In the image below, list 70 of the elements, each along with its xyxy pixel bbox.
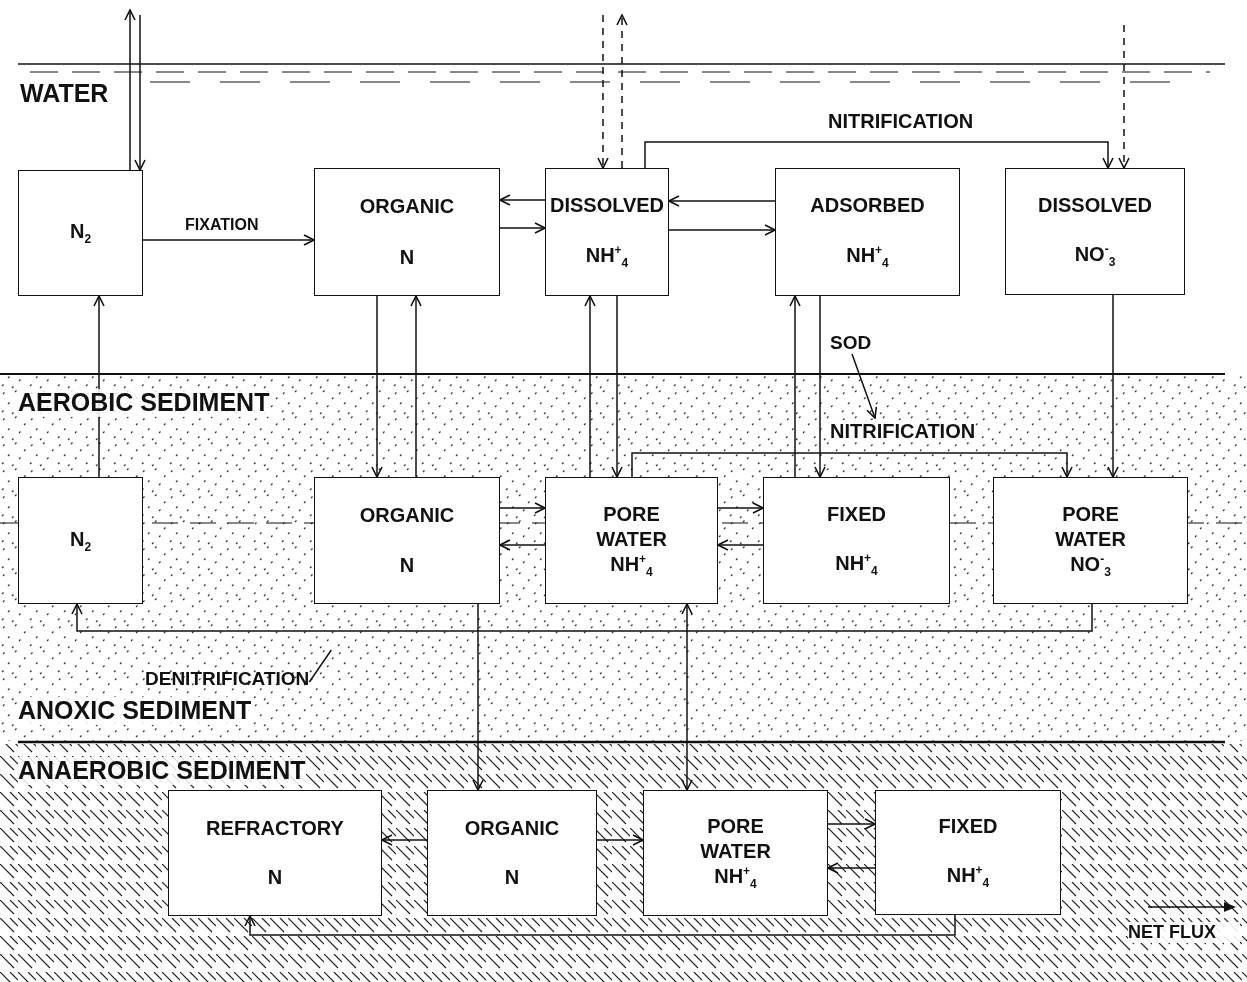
flux-arrow <box>499 539 546 551</box>
compartment-label: FIXED <box>827 502 886 527</box>
flux-arrow <box>631 452 1073 478</box>
compartment-box <box>427 790 597 916</box>
flux-arrow <box>134 14 146 171</box>
compartment-box <box>993 477 1188 604</box>
flux-arrow <box>668 224 776 236</box>
compartment-label: FIXED <box>938 814 998 840</box>
flux-arrow <box>616 14 628 169</box>
flux-arrow <box>371 295 383 478</box>
leader-line <box>851 353 878 419</box>
compartment-label: N$_{2}$ <box>69 219 92 247</box>
edge-label: NITRIFICATION <box>828 110 974 132</box>
layer-label: ANOXIC SEDIMENT <box>18 697 252 725</box>
legend-label: NET FLUX <box>1128 922 1240 943</box>
flux-arrow <box>597 14 609 169</box>
compartment-label: DISSOLVED <box>549 193 665 219</box>
compartment-box <box>168 790 382 916</box>
compartment-box <box>763 477 950 604</box>
flux-arrow <box>1107 294 1119 478</box>
compartment-box <box>643 790 828 916</box>
annotation-text: DENITRIFICATION <box>145 669 310 690</box>
compartment-label: N <box>399 553 415 578</box>
compartment-box <box>18 170 143 296</box>
compartment-box <box>545 477 718 604</box>
compartment-box <box>1005 168 1185 295</box>
leader-line <box>308 649 333 683</box>
flux-arrow <box>71 603 1093 632</box>
compartment-box <box>18 477 143 604</box>
flux-arrow <box>1118 24 1130 169</box>
flux-arrow <box>717 502 764 514</box>
flux-arrow <box>499 222 546 234</box>
flux-arrow <box>668 195 776 207</box>
flux-arrow <box>681 603 693 791</box>
compartment-box <box>314 168 500 296</box>
compartment-label: ADSORBED <box>810 193 925 219</box>
flux-arrow <box>410 295 422 478</box>
flux-arrow <box>472 603 484 791</box>
compartment-box <box>314 477 500 604</box>
edge-label: FIXATION <box>185 216 259 234</box>
annotation-text: SOD <box>830 333 872 354</box>
layer-label: ANAEROBIC SEDIMENT <box>18 757 306 785</box>
compartment-box <box>545 168 669 296</box>
compartment-label: N <box>267 865 283 891</box>
compartment-label: ORGANIC <box>359 503 455 528</box>
compartment-label: DISSOLVED <box>1037 193 1153 218</box>
layer-label: AEROBIC SEDIMENT <box>18 389 270 417</box>
flux-arrow <box>499 502 546 514</box>
flux-arrow <box>244 914 956 936</box>
flux-arrow <box>611 295 623 478</box>
flux-arrow <box>499 194 546 206</box>
compartment-label: N <box>399 244 415 270</box>
compartment-label: N$_{2}$ <box>69 526 92 555</box>
flux-arrow <box>381 834 428 846</box>
compartment-label: ORGANIC <box>464 815 560 841</box>
compartment-box <box>875 790 1061 915</box>
compartment-label: REFRACTORY <box>206 815 344 841</box>
compartment-box <box>775 168 960 296</box>
compartment-label: ORGANIC <box>359 194 455 220</box>
flux-arrow <box>827 862 876 874</box>
flux-arrow <box>124 9 136 171</box>
flux-arrow <box>644 141 1114 169</box>
flux-arrow <box>584 295 596 478</box>
flux-arrow <box>717 539 764 551</box>
flux-arrow <box>142 234 315 246</box>
flux-arrow <box>789 295 801 478</box>
edge-label: NITRIFICATION <box>830 420 976 442</box>
flux-arrow <box>596 834 644 846</box>
flux-arrow <box>814 295 826 478</box>
compartment-label: N <box>504 865 520 891</box>
